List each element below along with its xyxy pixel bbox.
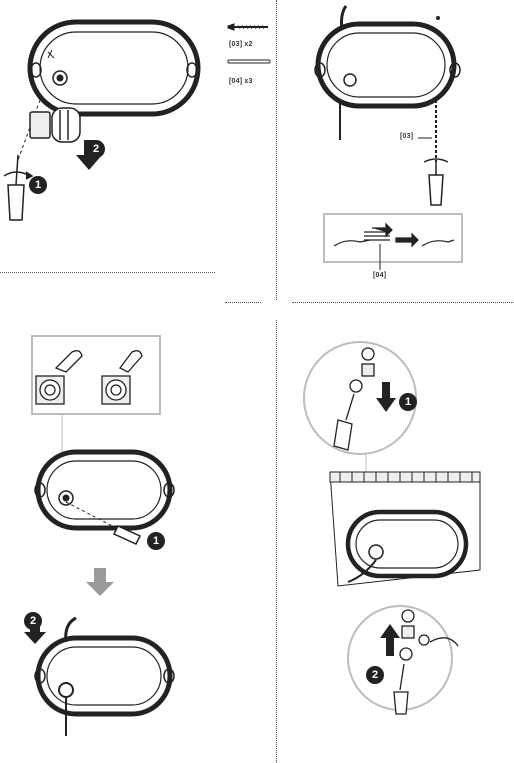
lamp-housing-wall xyxy=(345,509,469,583)
step-badge-1-earth: 1 xyxy=(399,393,417,411)
remove-cap-illustration xyxy=(3,19,201,221)
cable-entry-illustration xyxy=(24,335,175,736)
panel-earth-connection: 1 2 xyxy=(290,320,514,763)
up-arrow-detail xyxy=(380,624,400,656)
mount-wall-illustration xyxy=(314,5,463,270)
screwdriver-entry xyxy=(112,525,142,545)
earth-connection-illustration xyxy=(303,341,481,715)
lamp-housing-entry xyxy=(34,449,175,531)
cable-gland xyxy=(29,107,81,143)
plug-callout: [04] xyxy=(373,272,387,279)
screwdriver-mount xyxy=(423,158,449,206)
down-arrow-detail xyxy=(376,382,396,412)
panel-remove-cap: 1 2 xyxy=(0,0,220,260)
step-badge-1: 1 xyxy=(29,176,47,194)
gland-detail-frame xyxy=(31,335,161,415)
step-badge-2-entry: 2 xyxy=(24,612,42,630)
panel-mount-wall: [03] [04] xyxy=(300,0,514,290)
screw-part-icon xyxy=(227,23,268,31)
divider-vertical-top xyxy=(276,0,277,300)
divider-vertical-bottom xyxy=(276,320,277,763)
step-badge-2-earth: 2 xyxy=(366,666,384,684)
detail-bottom-parts xyxy=(393,609,459,715)
wall-plug-icon xyxy=(227,59,271,64)
divider-horizontal-left xyxy=(0,272,215,273)
lamp-housing-cable xyxy=(34,616,175,736)
screw-label: [03] x2 xyxy=(229,41,253,48)
lamp-housing xyxy=(27,19,201,117)
parts-list: [03] x2 [04] x3 xyxy=(220,20,276,100)
screw-callout: [03] xyxy=(400,133,414,140)
panel-cable-entry: 1 2 xyxy=(0,320,276,763)
step-badge-1-entry: 1 xyxy=(147,532,165,550)
lamp-housing-mount xyxy=(314,5,461,109)
divider-horizontal-mid xyxy=(225,302,261,303)
step-badge-2: 2 xyxy=(87,140,105,158)
wall-bricks xyxy=(329,471,481,587)
screwdriver xyxy=(3,154,34,221)
divider-horizontal-right xyxy=(292,302,514,303)
down-arrow-step2 xyxy=(24,616,46,644)
gray-down-arrow xyxy=(86,568,114,596)
gland-detail xyxy=(35,350,143,405)
plug-label: [04] x3 xyxy=(229,78,253,85)
plug-detail-frame xyxy=(323,213,463,263)
parts-illustration xyxy=(227,23,271,64)
guide-line xyxy=(17,99,41,161)
plug-detail xyxy=(333,222,455,248)
detail-top-parts xyxy=(333,347,375,451)
